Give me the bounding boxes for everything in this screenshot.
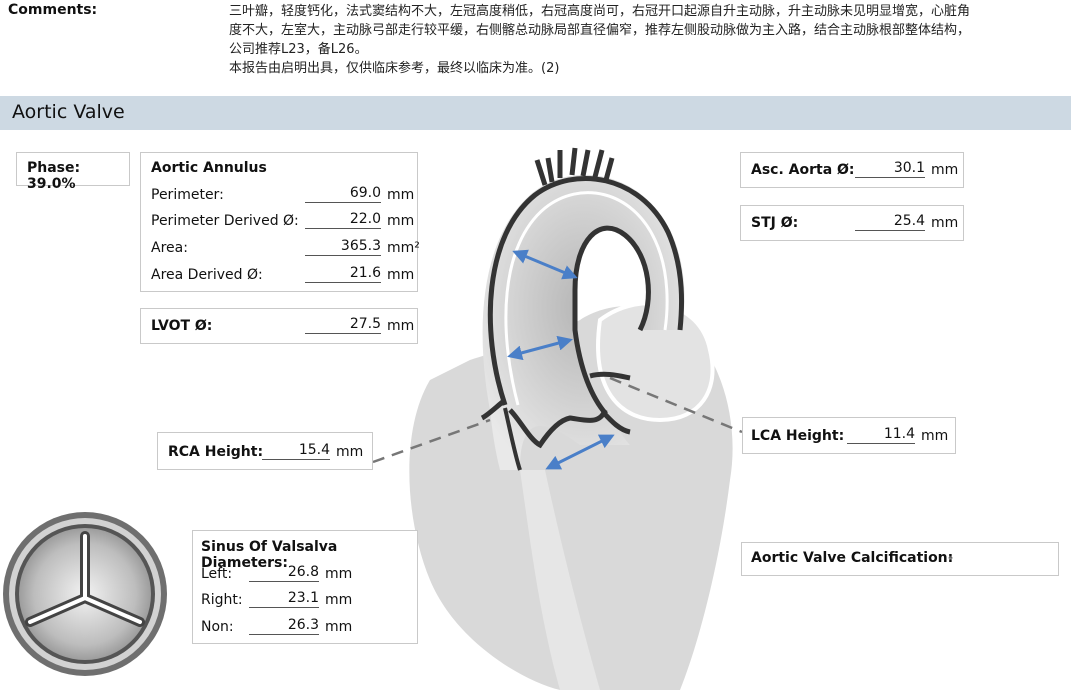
annulus-row-label: Perimeter: <box>151 187 224 203</box>
lca-row: LCA Height: 11.4 mm <box>751 424 949 448</box>
aortic-branches <box>534 147 615 186</box>
lca-unit: mm <box>921 428 949 444</box>
lvot-value: 27.5 <box>305 314 381 334</box>
lvot-label: LVOT Ø: <box>151 318 213 334</box>
sinus-row: Non: 26.3 mm <box>201 615 409 639</box>
sinus-row-unit: mm <box>325 566 353 582</box>
stj-label: STJ Ø: <box>751 215 799 231</box>
lvot-unit: mm <box>387 318 415 334</box>
sinus-row-unit: mm <box>325 592 353 608</box>
calcification-value: - <box>948 550 954 566</box>
annulus-row-unit: mm <box>387 213 415 229</box>
sinus-row-label: Right: <box>201 592 243 608</box>
sinus-row-value: 26.8 <box>249 562 319 582</box>
asc-aorta-label: Asc. Aorta Ø: <box>751 162 855 178</box>
stj-unit: mm <box>931 215 959 231</box>
annulus-title: Aortic Annulus <box>151 160 267 176</box>
phase-label: Phase: 39.0% <box>27 160 81 192</box>
asc-aorta-box: Asc. Aorta Ø: 30.1 mm <box>740 152 964 188</box>
annulus-row-value: 22.0 <box>305 209 381 229</box>
lca-label: LCA Height: <box>751 428 845 444</box>
annulus-arrow <box>545 434 615 470</box>
comments-line: 三叶瓣，轻度钙化，法式窦结构不大，左冠高度稍低，右冠高度尚可，右冠开口起源自升主… <box>229 4 971 19</box>
annulus-box: Aortic Annulus Perimeter: 69.0 mm Perime… <box>140 152 420 292</box>
sinus-row-label: Non: <box>201 619 234 635</box>
rca-leader <box>372 418 491 464</box>
asc-aorta-arrow <box>512 249 578 280</box>
heart-lower <box>520 470 600 690</box>
annulus-row-label: Area: <box>151 240 188 256</box>
comments-line: 本报告由启明出具，仅供临床参考，最终以临床为准。(2) <box>229 61 560 76</box>
rca-value: 15.4 <box>262 440 330 460</box>
phase-box: Phase: 39.0% <box>16 152 130 192</box>
sinus-row: Left: 26.8 mm <box>201 562 409 586</box>
calcification-box: Aortic Valve Calcification: - <box>741 542 1059 576</box>
comments-line: 公司推荐L23，备L26。 <box>229 42 368 57</box>
stj-box: STJ Ø: 25.4 mm <box>740 205 964 241</box>
comments-line: 度不大，左室大，主动脉弓部走行较平缓，右侧髂总动脉局部直径偏窄，推荐左侧股动脉做… <box>229 23 971 38</box>
annulus-row: Perimeter: 69.0 mm <box>151 183 414 207</box>
section-title: Aortic Valve <box>12 101 125 123</box>
lca-box: LCA Height: 11.4 mm <box>742 417 956 454</box>
rca-unit: mm <box>336 444 364 460</box>
rca-row: RCA Height: 15.4 mm <box>168 440 364 464</box>
rca-box: RCA Height: 15.4 mm <box>157 432 373 470</box>
lca-leader <box>609 376 743 434</box>
lca-value: 11.4 <box>847 424 915 444</box>
stj-arrow <box>507 335 573 361</box>
annulus-row-unit: mm² <box>387 240 420 256</box>
annulus-row-value: 365.3 <box>305 236 381 256</box>
section-header: Aortic Valve <box>0 96 1071 130</box>
comments-text: 三叶瓣，轻度钙化，法式窦结构不大，左冠高度稍低，右冠高度尚可，右冠开口起源自升主… <box>229 2 1069 78</box>
lvot-row: LVOT Ø: 27.5 mm <box>151 314 414 338</box>
stj-row: STJ Ø: 25.4 mm <box>751 211 959 235</box>
sinus-row-value: 23.1 <box>249 588 319 608</box>
rca-label: RCA Height: <box>168 444 264 460</box>
annulus-row-value: 21.6 <box>305 263 381 283</box>
valve-thumbnail <box>3 512 167 676</box>
sinus-title: Sinus Of Valsalva Diameters: <box>201 539 338 571</box>
aorta <box>482 174 685 470</box>
sinus-box: Sinus Of Valsalva Diameters: Left: 26.8 … <box>192 530 418 644</box>
annulus-row-unit: mm <box>387 187 415 203</box>
stj-value: 25.4 <box>855 211 925 231</box>
sinus-row-label: Left: <box>201 566 233 582</box>
annulus-row: Perimeter Derived Ø: 22.0 mm <box>151 209 414 233</box>
annulus-row-unit: mm <box>387 267 415 283</box>
calcification-label: Aortic Valve Calcification: <box>751 550 954 566</box>
asc-aorta-unit: mm <box>931 162 959 178</box>
annulus-row-label: Perimeter Derived Ø: <box>151 213 299 229</box>
annulus-row-value: 69.0 <box>305 183 381 203</box>
annulus-row-label: Area Derived Ø: <box>151 267 263 283</box>
sinus-row-unit: mm <box>325 619 353 635</box>
lvot-box: LVOT Ø: 27.5 mm <box>140 308 418 344</box>
asc-aorta-value: 30.1 <box>855 158 925 178</box>
annulus-row: Area Derived Ø: 21.6 mm <box>151 263 414 287</box>
annulus-row: Area: 365.3 mm² <box>151 236 420 260</box>
asc-aorta-row: Asc. Aorta Ø: 30.1 mm <box>751 158 959 182</box>
sinus-row: Right: 23.1 mm <box>201 588 409 612</box>
sinus-row-value: 26.3 <box>249 615 319 635</box>
comments-label: Comments: <box>8 2 98 18</box>
